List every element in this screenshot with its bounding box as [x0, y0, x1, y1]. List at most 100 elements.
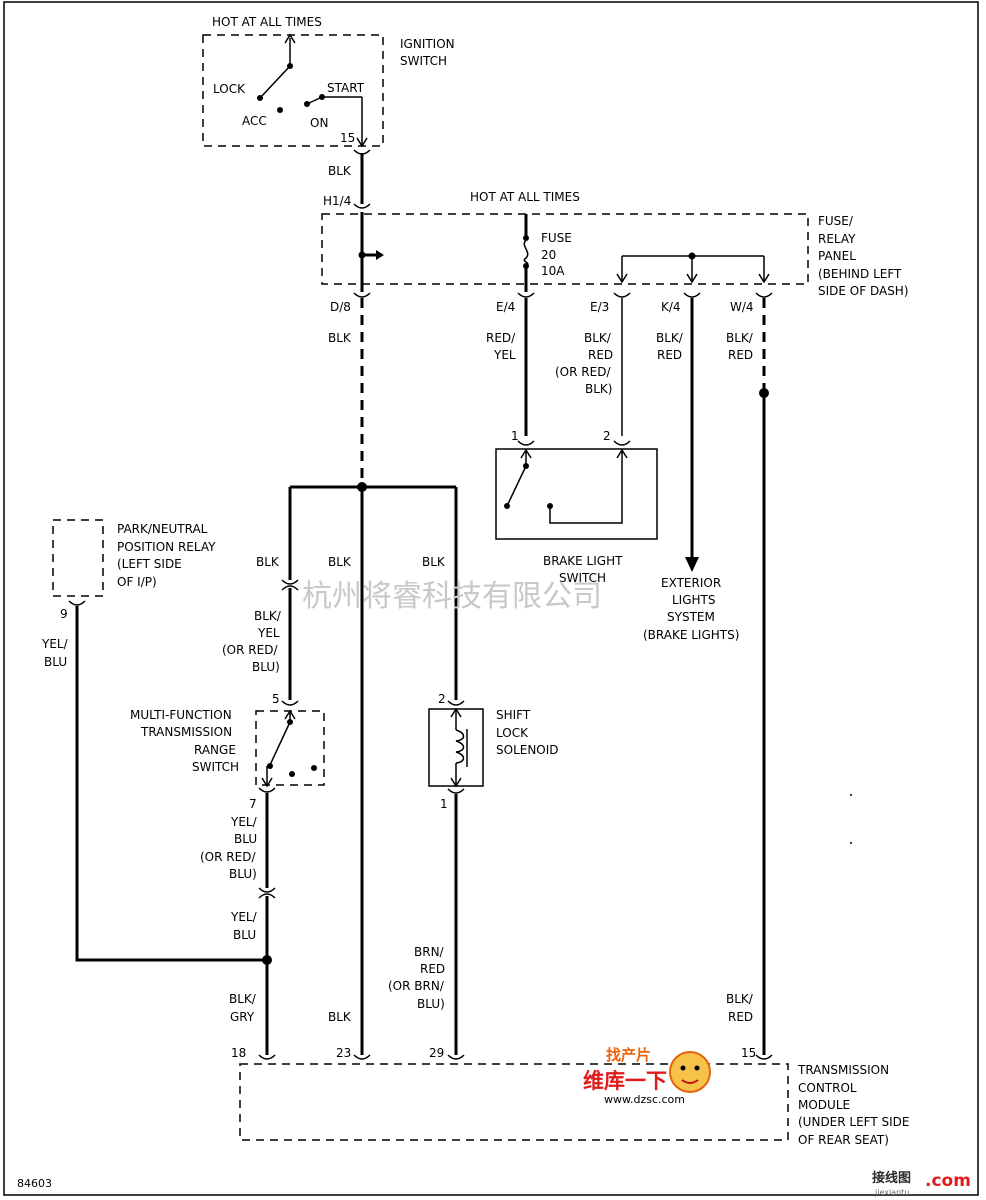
range-title-2: TRANSMISSION	[140, 725, 232, 739]
exterior-title-4: (BRAKE LIGHTS)	[643, 628, 739, 642]
wire-e4-label-2: YEL	[493, 348, 516, 362]
company-watermark: 杭州将睿科技有限公司	[302, 579, 602, 614]
tcm-pin-18: 18	[231, 1046, 246, 1060]
shift-pin-1: 1	[440, 797, 448, 811]
tcm-title-5: OF REAR SEAT)	[798, 1133, 889, 1147]
brake-pin-1: 1	[511, 429, 519, 443]
wire-e3-label-3: (OR RED/	[555, 365, 611, 379]
jiexiantu-logo: 接线图 .com jiexiantu	[872, 1170, 971, 1197]
pn-title-1: PARK/NEUTRAL	[117, 522, 208, 536]
corner-site: .com	[925, 1171, 971, 1191]
range-pin-5: 5	[272, 692, 280, 706]
wire-blkgry-2: GRY	[230, 1010, 255, 1024]
solenoid-coil	[455, 729, 465, 764]
ignition-switch-box	[202, 34, 384, 147]
brake-title-1: BRAKE LIGHT	[543, 554, 623, 568]
wire-w4-label-1: BLK/	[726, 331, 754, 345]
fuse-terminal-top	[523, 235, 529, 241]
range-pin-7: 7	[249, 797, 257, 811]
wire-range-in-2: YEL	[257, 626, 280, 640]
pin-h1-4: H1/4	[323, 194, 351, 208]
fuse-panel-title-2: RELAY	[818, 232, 856, 246]
shift-pin-2: 2	[438, 692, 446, 706]
wire-branch-right-label: BLK	[422, 555, 446, 569]
wire-blk-bottom: BLK	[328, 1010, 352, 1024]
pin-w-4: W/4	[730, 300, 754, 314]
tcm-title-2: CONTROL	[798, 1081, 857, 1095]
fuse-element	[523, 239, 529, 267]
exterior-title-1: EXTERIOR	[661, 576, 721, 590]
shift-title-2: LOCK	[496, 726, 529, 740]
pn-relay-box	[52, 519, 104, 597]
splice-yelblu	[262, 955, 272, 965]
pin-e-4: E/4	[496, 300, 515, 314]
dzsc-logo: 找产片 维库一下 www.dzsc.com	[583, 1046, 711, 1106]
tcm-pin-23: 23	[336, 1046, 351, 1060]
page-border	[3, 1, 979, 1196]
tcm-title-1: TRANSMISSION	[797, 1063, 889, 1077]
exterior-title-2: LIGHTS	[672, 593, 716, 607]
wire-range-in-3: (OR RED/	[222, 643, 278, 657]
brake-light-switch: 1 2 BRAKE LIGHT SWITCH	[495, 429, 658, 585]
wire-branch-mid-label: BLK	[328, 555, 352, 569]
wire-range-out-3: (OR RED/	[200, 850, 256, 864]
transmission-control-module: 18 23 29 15 TRANSMISSION CONTROL MODULE …	[231, 1046, 910, 1147]
wire-yelblu-2: BLU	[233, 928, 256, 942]
fuse-panel-title-3: PANEL	[818, 249, 856, 263]
shift-lock-solenoid: 2 SHIFT LOCK SOLENOID 1	[428, 692, 559, 811]
dzsc-brand-top: 找产片	[606, 1046, 651, 1064]
pin-d-8: D/8	[330, 300, 351, 314]
fuse-label-1: FUSE	[541, 231, 572, 245]
fuse-panel-box	[321, 213, 809, 285]
wire-brn-1: BRN/	[414, 945, 445, 959]
wire-d8-label: BLK	[328, 331, 352, 345]
wire-e3-label-4: BLK)	[585, 382, 612, 396]
ignition-switch: HOT AT ALL TIMES IGNITION SWITCH LOCK ST…	[202, 15, 455, 148]
range-switch: 5 MULTI-FUNCTION TRANSMISSION RANGE SWIT…	[130, 692, 325, 811]
shift-title-3: SOLENOID	[496, 743, 559, 757]
pn-title-3: (LEFT SIDE	[117, 557, 182, 571]
wire-yelblu-1: YEL/	[230, 910, 258, 924]
wire-brn-4: BLU)	[417, 997, 445, 1011]
fuse-panel-title-5: SIDE OF DASH)	[818, 284, 909, 298]
wire-pn-label-1: YEL/	[41, 637, 69, 651]
ignition-hot-label: HOT AT ALL TIMES	[212, 15, 322, 29]
fuse-label-2: 20	[541, 248, 556, 262]
wire-brn-2: RED	[420, 962, 445, 976]
tcm-box	[239, 1063, 789, 1141]
shift-title-1: SHIFT	[496, 708, 531, 722]
wire-k4-label-1: BLK/	[656, 331, 684, 345]
ignition-start-label: START	[327, 81, 365, 95]
dzsc-site: www.dzsc.com	[604, 1093, 685, 1106]
range-title-4: SWITCH	[192, 760, 239, 774]
wire-blkgry-1: BLK/	[229, 992, 257, 1006]
fuse-panel-title-4: (BEHIND LEFT	[818, 267, 902, 281]
wire-e4-label-1: RED/	[486, 331, 516, 345]
range-title-3: RANGE	[194, 743, 236, 757]
wire-range-out-1: YEL/	[230, 815, 258, 829]
tcm-pin-29: 29	[429, 1046, 444, 1060]
fuse-label-3: 10A	[541, 264, 565, 278]
wire-blkred-bottom-1: BLK/	[726, 992, 754, 1006]
ignition-wire-blk: BLK	[328, 164, 352, 178]
wire-range-out-4: BLU)	[229, 867, 257, 881]
wire-range-in-1: BLK/	[254, 609, 282, 623]
wire-k4-label-2: RED	[657, 348, 682, 362]
ignition-title-1: IGNITION	[400, 37, 455, 51]
wire-e3-label-2: RED	[588, 348, 613, 362]
ignition-lock-label: LOCK	[213, 82, 246, 96]
mascot-icon	[669, 1051, 711, 1093]
dzsc-brand-cn: 维库一下	[583, 1069, 667, 1093]
brake-switch-box	[495, 448, 658, 540]
wire-range-in-4: BLU)	[252, 660, 280, 674]
wire-brn-3: (OR BRN/	[388, 979, 445, 993]
tcm-pin-15: 15	[741, 1046, 756, 1060]
pn-title-4: OF I/P)	[117, 575, 157, 589]
corner-sub: jiexiantu	[874, 1188, 909, 1197]
range-title-1: MULTI-FUNCTION	[130, 708, 232, 722]
corner-brand: 接线图	[872, 1170, 911, 1186]
pn-title-2: POSITION RELAY	[117, 540, 216, 554]
fuse-hot-label: HOT AT ALL TIMES	[470, 190, 580, 204]
brake-title-2: SWITCH	[559, 571, 606, 585]
